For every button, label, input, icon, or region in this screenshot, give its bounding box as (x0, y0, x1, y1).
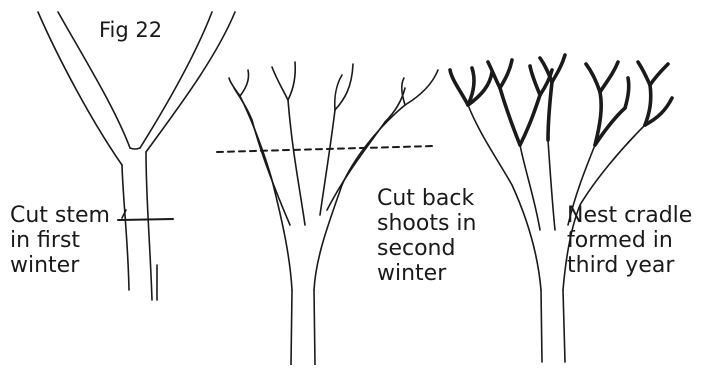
figure-number: Fig 22 (99, 18, 162, 43)
stage-3-caption: Nest cradle formed in third year (567, 203, 692, 278)
stage-1-caption: Cut stem in first winter (10, 203, 110, 278)
first-winter-cut-mark (118, 219, 173, 220)
second-winter-cut-line (217, 146, 434, 152)
stage-2-caption: Cut back shoots in second winter (377, 186, 476, 286)
